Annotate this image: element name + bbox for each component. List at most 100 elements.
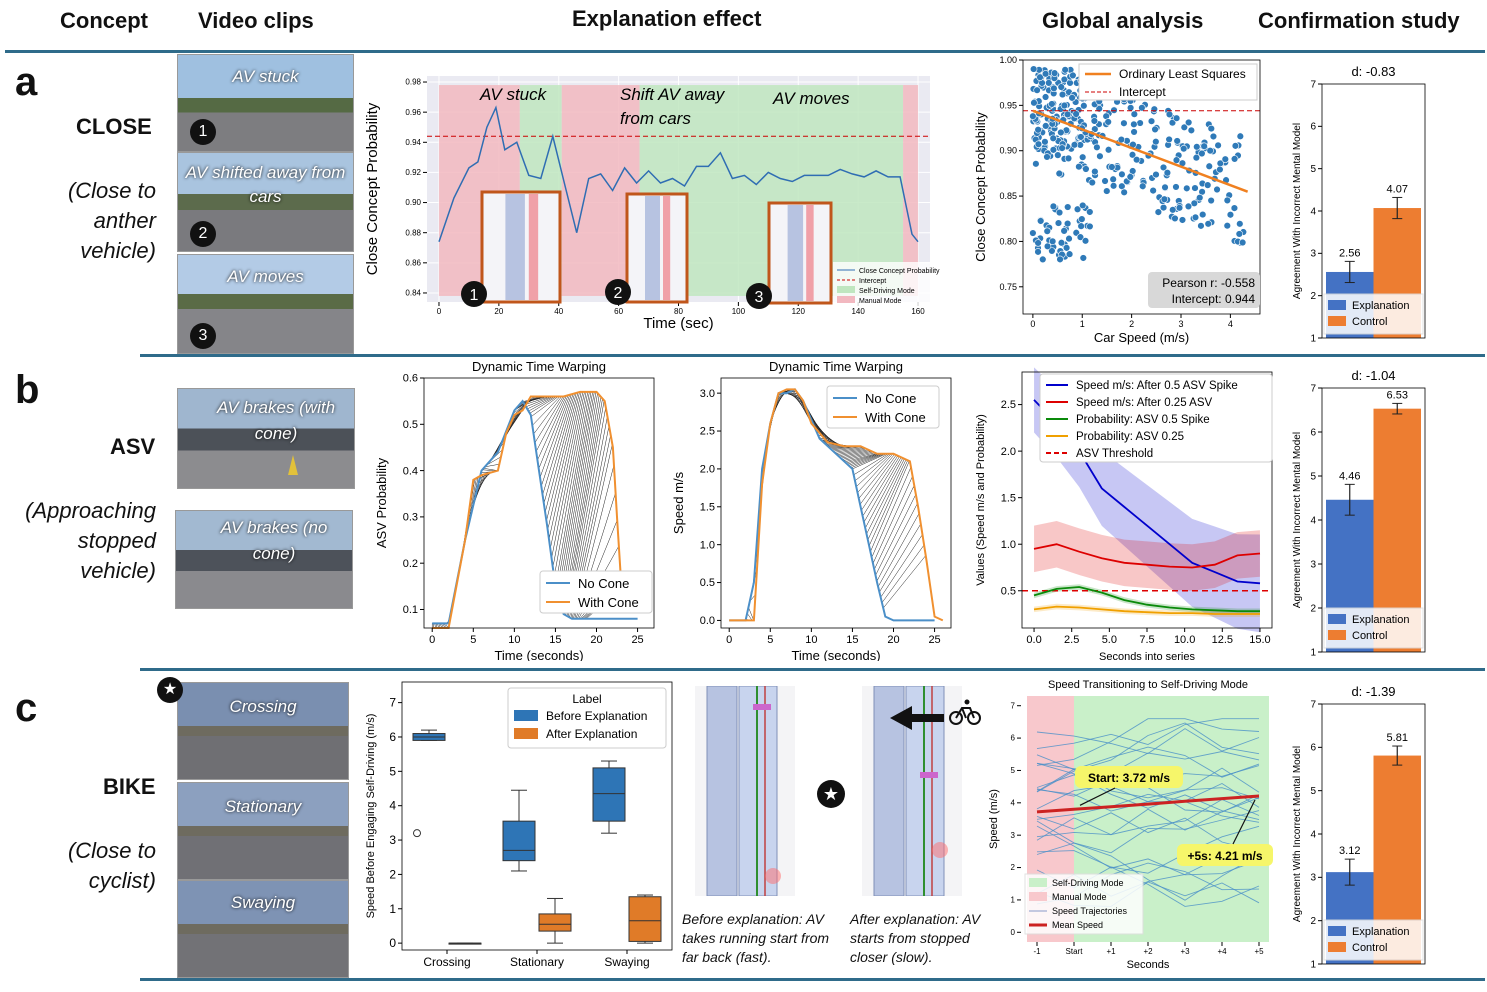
scatter-point [1065, 250, 1074, 258]
scatter-point [1130, 110, 1139, 118]
annotation: Shift AV away [620, 85, 726, 104]
caption-after: After explanation: AV starts from stoppe… [850, 911, 981, 965]
annotation-start: Start: 3.72 m/s [1088, 771, 1170, 785]
data-label: 5.81 [1387, 732, 1408, 744]
legend-box [1039, 373, 1273, 463]
y-tick-label: 3.0 [700, 388, 715, 400]
scatter-point [1130, 128, 1138, 136]
series-with-cone [729, 388, 944, 622]
warping-line [862, 456, 900, 517]
x-tick-label: 140 [851, 307, 865, 316]
annotation-arrow [1079, 787, 1116, 806]
legend-label: Explanation [1352, 926, 1410, 938]
scatter-point [1029, 229, 1037, 237]
y-axis-label: Speed Before Engaging Self-Driving (m/s) [365, 714, 377, 919]
x-tick-label: 40 [554, 307, 563, 316]
y-tick-label: 0.5 [403, 419, 418, 431]
scatter-point [1033, 86, 1041, 94]
scatter-point [1126, 173, 1135, 181]
legend-label: Manual Mode [859, 298, 902, 305]
clip-av-stuck[interactable]: AV stuck 1 [177, 54, 354, 152]
scatter-point [1055, 208, 1064, 217]
scatter-point [1108, 163, 1116, 171]
speed-trajectory [1036, 718, 1259, 750]
warping-line [838, 449, 869, 457]
x-tick-label: 4 [1228, 319, 1233, 329]
scatter-point [1065, 234, 1073, 243]
x-tick-label: 60 [614, 307, 623, 316]
x-tick-label: +1 [1106, 947, 1116, 956]
scatter-point [1231, 142, 1240, 150]
scatter-point [1069, 71, 1077, 80]
legend-swatch [1328, 630, 1346, 640]
legend-label: Manual Mode [1052, 892, 1107, 902]
scatter-point [1039, 255, 1047, 264]
speed-trajectory [1036, 812, 1260, 852]
speed-trajectory [1036, 782, 1260, 820]
x-tick-label: 25 [928, 634, 940, 646]
warping-line [852, 453, 887, 470]
warping-line [861, 455, 899, 511]
warping-line [874, 485, 915, 570]
header-global: Global analysis [1042, 8, 1204, 33]
clip-av-brakes-cone[interactable]: AV brakes (with cone) [177, 388, 355, 489]
scatter-point [1109, 175, 1117, 183]
x-tick-label: 100 [732, 307, 746, 316]
legend-label: Probability: ASV 0.5 Spike [1076, 414, 1210, 426]
warping-line [881, 544, 925, 603]
x-tick-label: +5 [1254, 947, 1264, 956]
scatter-point [1048, 247, 1056, 255]
clip-stationary[interactable]: Stationary [177, 782, 349, 880]
scatter-point [1206, 146, 1214, 155]
data-label: 2.56 [1339, 247, 1360, 259]
x-tick-label: 1 [1080, 319, 1085, 329]
legend-swatch [1029, 892, 1047, 901]
scatter-point [1064, 154, 1073, 163]
map-before-explanation [695, 686, 795, 896]
chart-title: d: -0.83 [1351, 64, 1395, 79]
warping-line [859, 454, 897, 505]
chart-title: Dynamic Time Warping [472, 359, 606, 374]
scatter-point [1110, 106, 1118, 114]
legend-swatch [1328, 926, 1346, 936]
clip-label: AV stuck [232, 67, 299, 86]
clip-swaying[interactable]: Swaying [177, 880, 349, 978]
scatter-point [1197, 222, 1205, 230]
legend-label: Intercept [1119, 85, 1166, 99]
warping-line [856, 453, 892, 487]
legend-label: Speed m/s: After 0.5 ASV Spike [1076, 380, 1238, 392]
clip-av-brakes-no-cone[interactable]: AV brakes (no cone) [175, 510, 353, 609]
clip-av-moves[interactable]: AV moves 3 [177, 254, 354, 354]
clip-label: Stationary [224, 797, 302, 816]
scatter-point [1058, 144, 1066, 152]
x-axis-label: Time (sec) [643, 315, 713, 332]
plot-frame [423, 377, 655, 629]
x-tick-label: 80 [674, 307, 683, 316]
clip-badge: 2 [190, 221, 216, 247]
scatter-point [1060, 101, 1069, 110]
warping-line [877, 513, 920, 587]
warping-line [853, 453, 889, 476]
x-tick-label: 25 [631, 634, 643, 646]
scatter-point [1042, 122, 1050, 130]
scatter-point [1165, 135, 1173, 144]
x-tick-label: 12.5 [1212, 634, 1233, 646]
scatter-point [1057, 128, 1065, 137]
legend-label: Self-Driving Mode [859, 288, 915, 295]
scatter-point [1049, 146, 1058, 154]
legend-label: Speed Trajectories [1052, 906, 1128, 916]
y-tick-label: 4 [1310, 515, 1316, 526]
scatter-point [1235, 230, 1244, 238]
scatter-point [1034, 239, 1042, 247]
y-tick-label: 3 [1011, 831, 1016, 840]
clip-av-shifted[interactable]: AV shifted away from cars 2 [177, 152, 354, 252]
scatter-point [1226, 211, 1235, 219]
warping-line [868, 460, 908, 546]
clip-crossing[interactable]: Crossing [177, 682, 349, 780]
scatter-point [1029, 65, 1038, 73]
chart-bike-global: Speed Transitioning to Self-Driving Mode… [988, 679, 1273, 971]
warping-line [530, 396, 559, 417]
scatter-point [1096, 152, 1104, 160]
legend-swatch [1328, 942, 1346, 952]
